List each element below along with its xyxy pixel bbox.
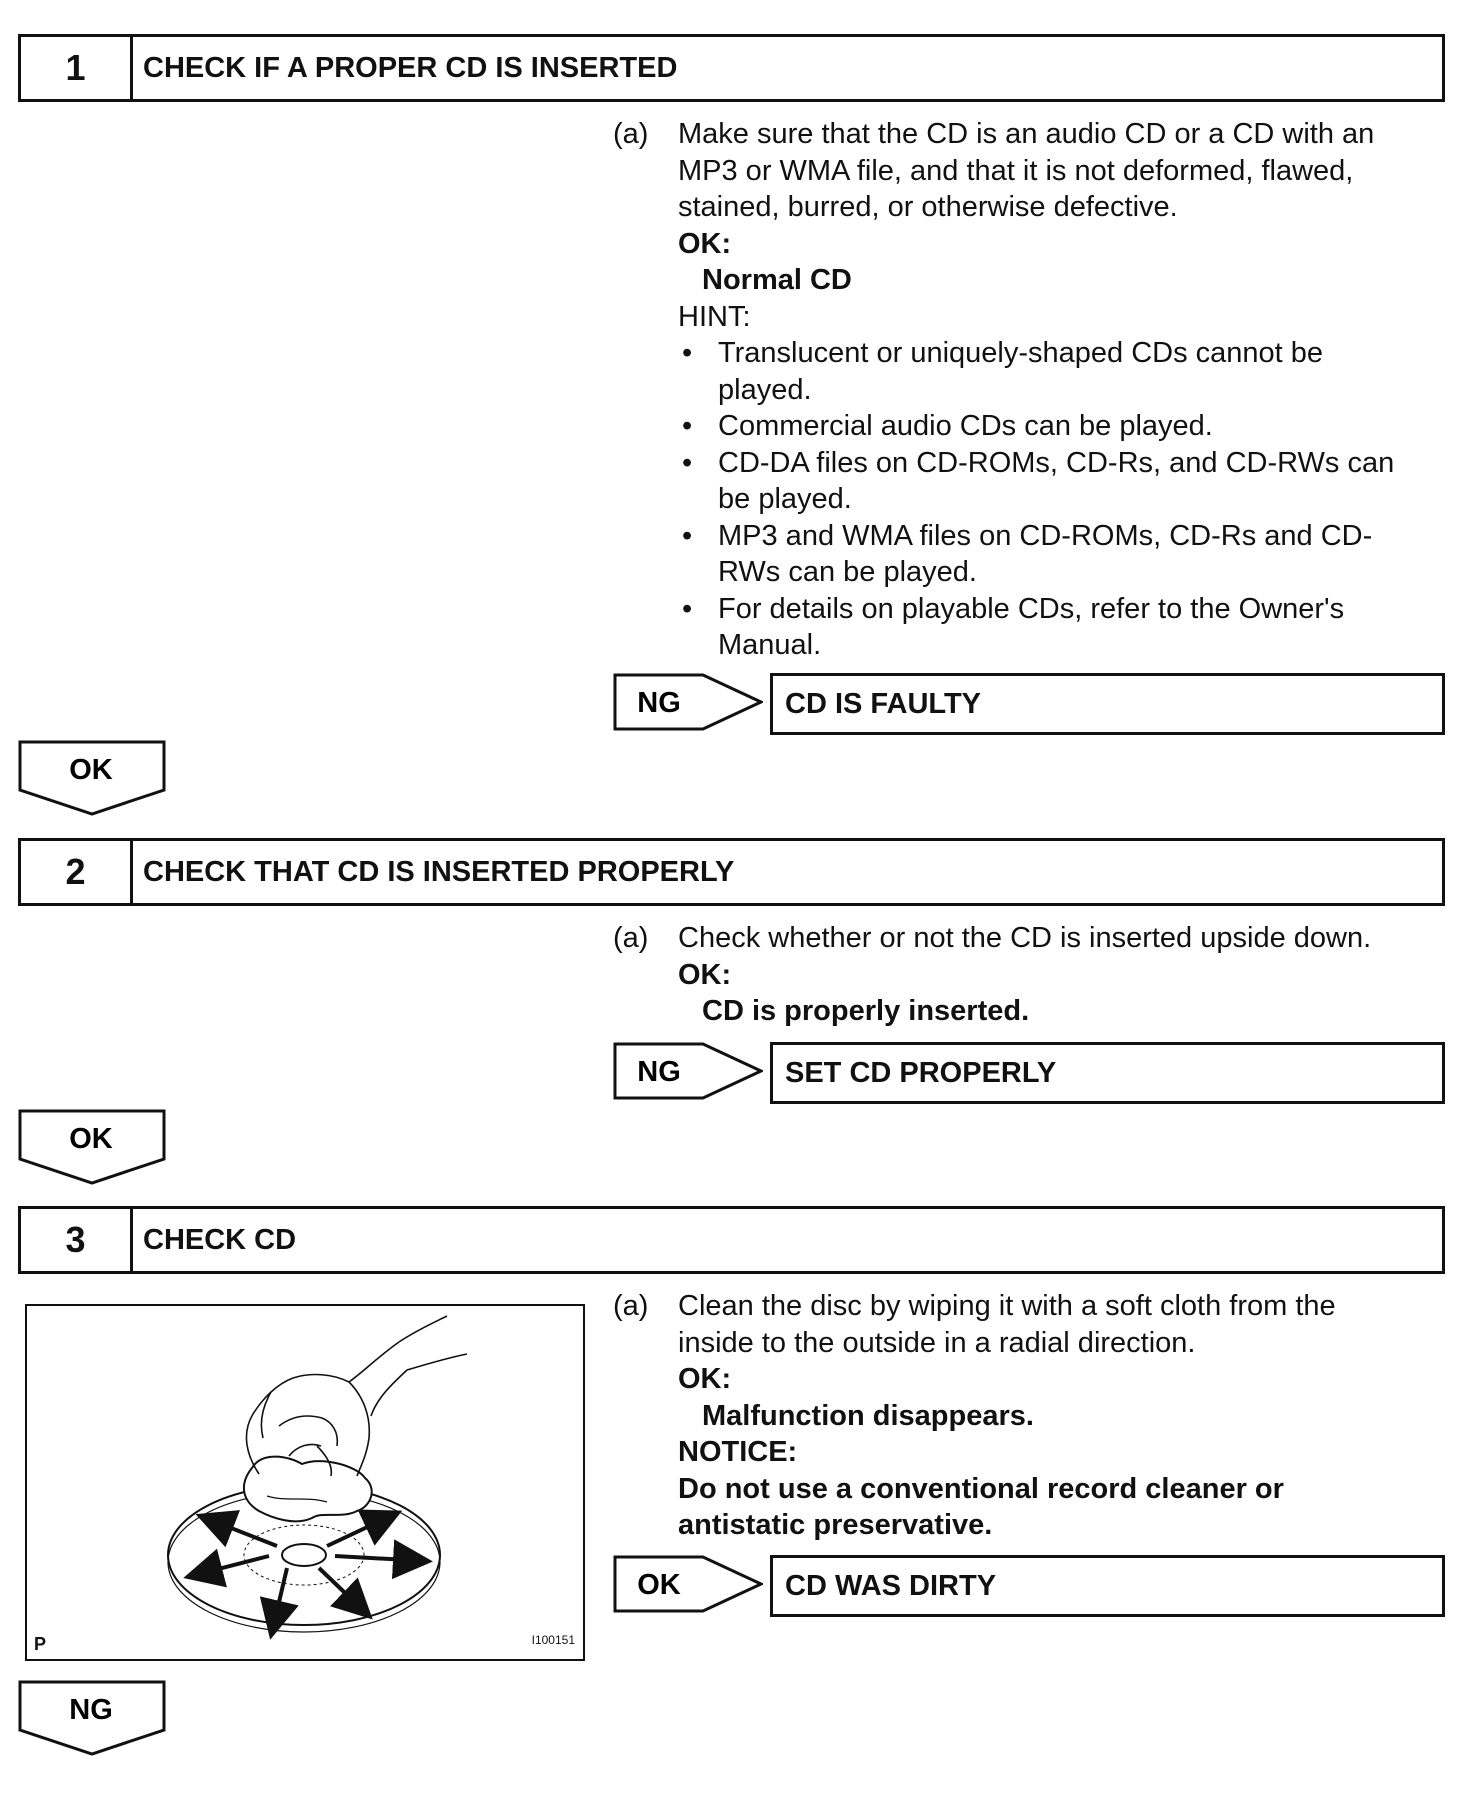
ok-down-arrow-tag: OK: [18, 740, 166, 816]
ok-value: CD is properly inserted.: [678, 993, 1443, 1030]
step-2-number: 2: [21, 841, 133, 903]
hint-line: RWs can be played.: [718, 554, 1443, 591]
hint-label: HINT:: [678, 299, 1443, 336]
step-1-title: CHECK IF A PROPER CD IS INSERTED: [133, 37, 1442, 99]
cd-cleaning-illustration: P I100151: [25, 1304, 585, 1661]
instruction-line: MP3 or WMA file, and that it is not defo…: [678, 153, 1443, 190]
ok-label: OK:: [678, 957, 1443, 994]
instruction-line: Make sure that the CD is an audio CD or …: [678, 116, 1443, 153]
cd-wipe-drawing: [27, 1306, 583, 1659]
notice-line: Do not use a conventional record cleaner…: [678, 1471, 1443, 1508]
radial-arrows: [191, 1514, 425, 1632]
cloth-shape: [244, 1457, 372, 1522]
instruction-line: Check whether or not the CD is inserted …: [678, 920, 1443, 957]
next-tag-label: NG: [69, 1694, 113, 1726]
ok-value: Malfunction disappears.: [678, 1398, 1443, 1435]
notice-label: NOTICE:: [678, 1434, 1443, 1471]
hint-item: MP3 and WMA files on CD-ROMs, CD-Rs and …: [678, 518, 1443, 591]
step-1-header: 1 CHECK IF A PROPER CD IS INSERTED: [18, 34, 1445, 102]
instruction-line: Clean the disc by wiping it with a soft …: [678, 1288, 1443, 1325]
hint-line: For details on playable CDs, refer to th…: [718, 591, 1443, 628]
result-box: CD IS FAULTY: [770, 673, 1445, 735]
ng-down-arrow-tag: NG: [18, 1680, 166, 1756]
step-2-header: 2 CHECK THAT CD IS INSERTED PROPERLY: [18, 838, 1445, 906]
step-3-number: 3: [21, 1209, 133, 1271]
next-tag-label: OK: [69, 1123, 113, 1155]
hint-item: For details on playable CDs, refer to th…: [678, 591, 1443, 664]
ok-arrow-tag: OK: [613, 1555, 763, 1613]
hand-drawing: [246, 1316, 467, 1476]
step-2-content: (a) Check whether or not the CD is inser…: [613, 920, 1443, 1030]
next-tag-label: OK: [69, 754, 113, 786]
hint-line: Translucent or uniquely-shaped CDs canno…: [718, 335, 1443, 372]
ok-down-arrow-tag: OK: [18, 1109, 166, 1185]
figure-id: I100151: [532, 1633, 575, 1647]
result-tag-label: NG: [637, 1056, 681, 1088]
item-label: (a): [613, 116, 678, 664]
result-tag-label: OK: [637, 1569, 681, 1601]
hint-line: MP3 and WMA files on CD-ROMs, CD-Rs and …: [718, 518, 1443, 555]
cd-disc-hole: [282, 1544, 326, 1566]
step-1-content: (a) Make sure that the CD is an audio CD…: [613, 116, 1443, 664]
step-2-title: CHECK THAT CD IS INSERTED PROPERLY: [133, 841, 1442, 903]
step-3-title: CHECK CD: [133, 1209, 1442, 1271]
step-1-number: 1: [21, 37, 133, 99]
figure-corner-label: P: [34, 1634, 46, 1655]
hint-line: be played.: [718, 481, 1443, 518]
ok-label: OK:: [678, 226, 1443, 263]
notice-line: antistatic preservative.: [678, 1507, 1443, 1544]
step-3-content: (a) Clean the disc by wiping it with a s…: [613, 1288, 1443, 1544]
result-box: CD WAS DIRTY: [770, 1555, 1445, 1617]
instruction-line: inside to the outside in a radial direct…: [678, 1325, 1443, 1362]
item-label: (a): [613, 920, 678, 1030]
ng-arrow-tag: NG: [613, 673, 763, 731]
hint-line: Manual.: [718, 627, 1443, 664]
hint-item: Commercial audio CDs can be played.: [678, 408, 1443, 445]
instruction-line: stained, burred, or otherwise defective.: [678, 189, 1443, 226]
result-tag-label: NG: [637, 687, 681, 719]
ok-label: OK:: [678, 1361, 1443, 1398]
ng-arrow-tag: NG: [613, 1042, 763, 1100]
hint-item: Translucent or uniquely-shaped CDs canno…: [678, 335, 1443, 408]
hint-line: Commercial audio CDs can be played.: [718, 408, 1443, 445]
ok-value: Normal CD: [678, 262, 1443, 299]
step-3-header: 3 CHECK CD: [18, 1206, 1445, 1274]
hint-line: played.: [718, 372, 1443, 409]
result-box: SET CD PROPERLY: [770, 1042, 1445, 1104]
hint-line: CD-DA files on CD-ROMs, CD-Rs, and CD-RW…: [718, 445, 1443, 482]
hint-item: CD-DA files on CD-ROMs, CD-Rs, and CD-RW…: [678, 445, 1443, 518]
hint-list: Translucent or uniquely-shaped CDs canno…: [678, 335, 1443, 664]
item-label: (a): [613, 1288, 678, 1544]
